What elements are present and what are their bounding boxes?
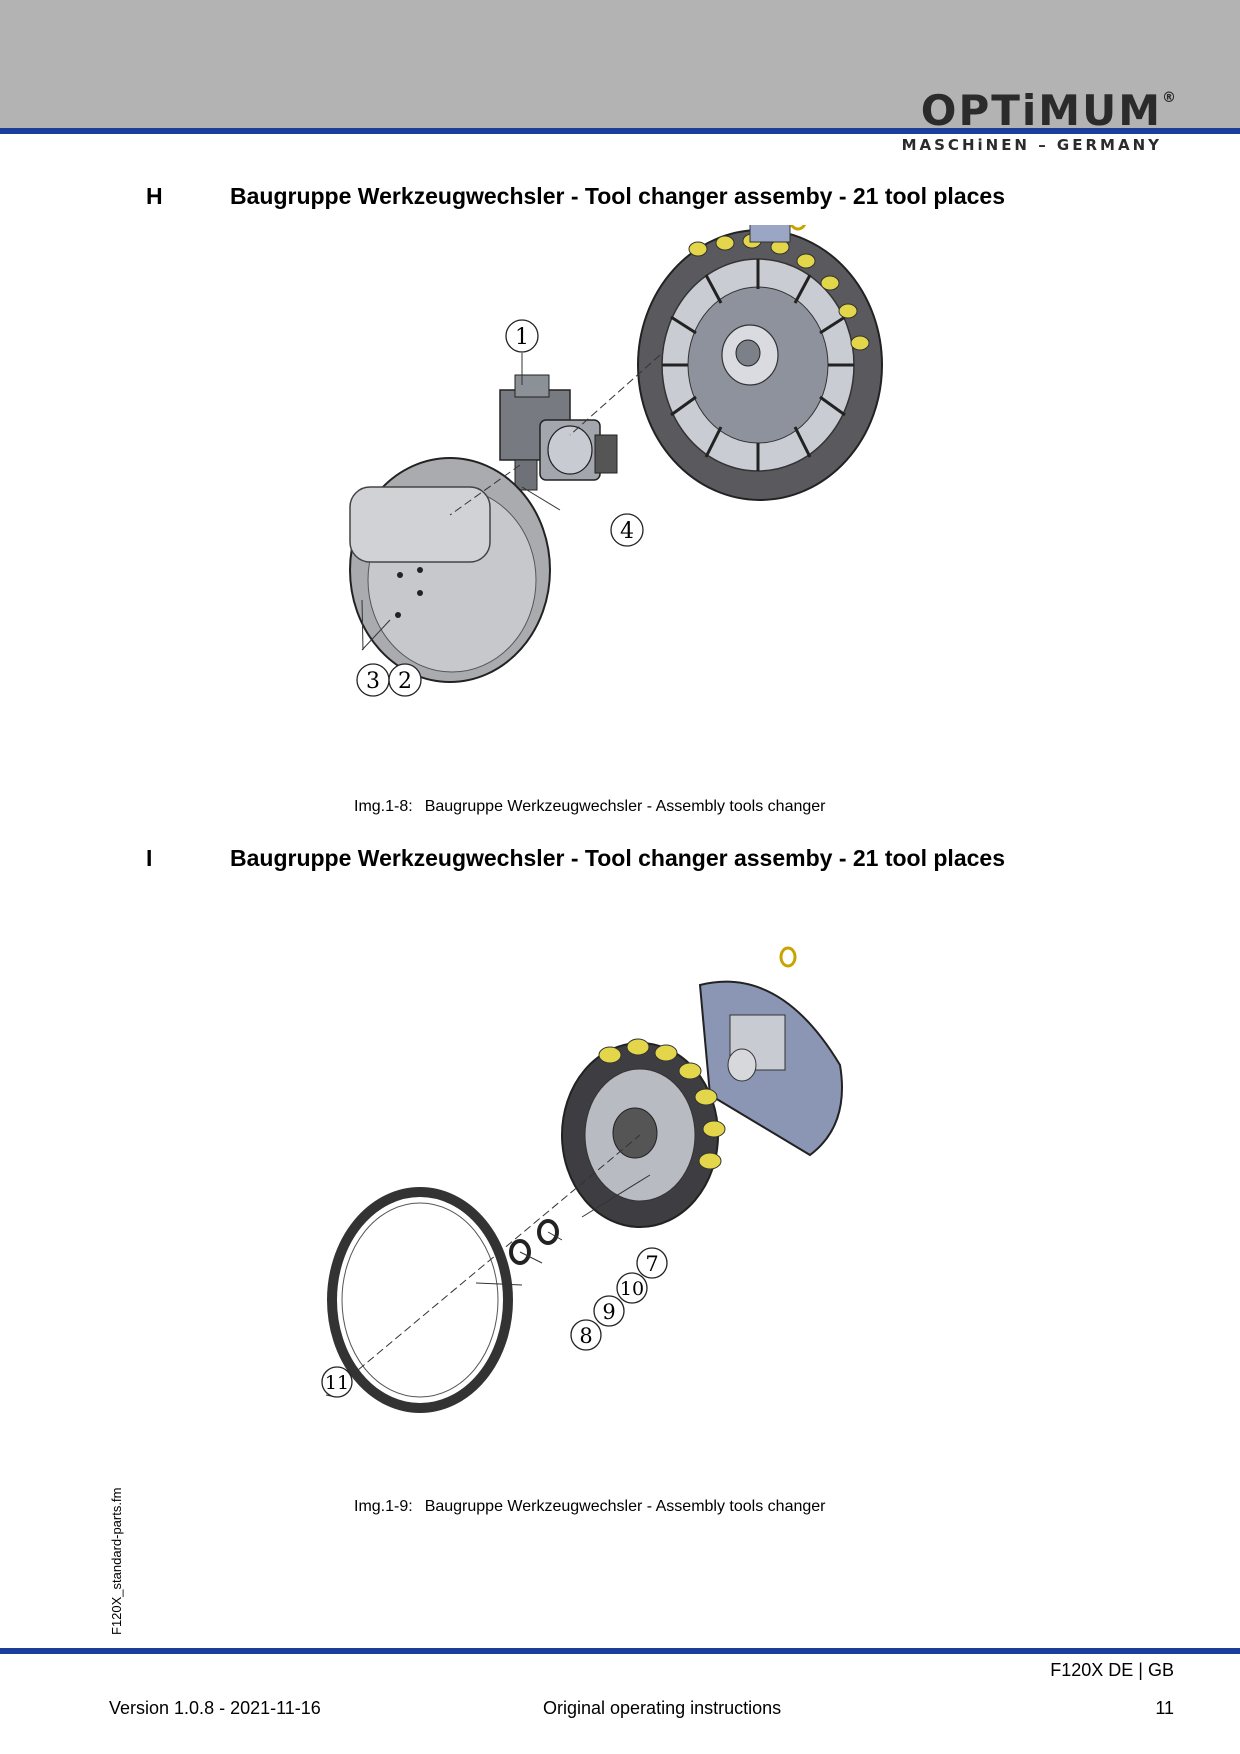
footer-version: Version 1.0.8 - 2021-11-16 — [109, 1698, 321, 1718]
svg-text:11: 11 — [325, 1372, 349, 1394]
protective-cover — [349, 457, 551, 683]
drive-motor-unit — [499, 374, 618, 491]
section-title-i: Baugruppe Werkzeugwechsler - Tool change… — [230, 845, 1005, 871]
svg-text:2: 2 — [398, 669, 412, 694]
seal-ring-9 — [509, 1239, 531, 1265]
callout-2: 2 — [388, 663, 422, 697]
tool-magazine-ring — [637, 225, 883, 501]
caption-label: Img.1-9: — [354, 1498, 413, 1515]
svg-text:10: 10 — [620, 1278, 644, 1300]
caption-label: Img.1-8: — [354, 798, 413, 815]
svg-text:3: 3 — [366, 669, 380, 694]
section-title-h: Baugruppe Werkzeugwechsler - Tool change… — [230, 183, 1005, 209]
logo-subtitle: MASCHiNEN – GERMANY — [901, 136, 1162, 154]
footer-document-id: F120X DE | GB — [1050, 1660, 1174, 1680]
footer-title: Original operating instructions — [543, 1698, 782, 1718]
brand-logo: OPTiMUM® — [921, 86, 1178, 135]
figure-tool-changer-exploded: 7 10 9 8 11 — [321, 946, 843, 1413]
header-rule — [0, 128, 1240, 134]
callout-8: 8 — [570, 1319, 602, 1351]
front-gripper-ring — [327, 1187, 513, 1413]
section-letter-h: H — [146, 183, 163, 209]
figure-caption-h: Img.1-8: Baugruppe Werkzeugwechsler - Ass… — [354, 798, 825, 816]
svg-text:1: 1 — [515, 325, 529, 350]
callout-10: 10 — [616, 1272, 648, 1304]
rear-housing — [698, 946, 843, 1157]
figure-tool-changer-assembly: 1 4 3 2 — [349, 225, 883, 697]
svg-text:7: 7 — [645, 1252, 658, 1276]
caption-text: Baugruppe Werkzeugwechsler - Assembly to… — [424, 1498, 826, 1515]
callout-3: 3 — [356, 663, 390, 697]
section-letter-i: I — [146, 845, 153, 871]
svg-text:8: 8 — [579, 1324, 592, 1348]
header-band — [0, 0, 1240, 130]
logo-text: OPTiMUM — [920, 86, 1162, 135]
page-number: 11 — [1155, 1698, 1174, 1718]
footer-rule — [0, 1648, 1240, 1654]
source-file-label: F120X_standard-parts.fm — [109, 1487, 124, 1635]
callout-4: 4 — [610, 513, 644, 547]
callout-7: 7 — [636, 1247, 668, 1279]
svg-text:9: 9 — [602, 1300, 615, 1324]
callout-9: 9 — [593, 1295, 625, 1327]
registered-mark: ® — [1162, 90, 1178, 106]
caption-text: Baugruppe Werkzeugwechsler - Assembly to… — [424, 798, 826, 815]
svg-text:4: 4 — [620, 519, 634, 544]
tool-carousel — [561, 1038, 726, 1228]
callout-11: 11 — [321, 1366, 353, 1398]
figure-caption-i: Img.1-9: Baugruppe Werkzeugwechsler - Ass… — [354, 1498, 825, 1516]
callout-1: 1 — [505, 319, 539, 353]
seal-ring-10 — [537, 1219, 559, 1245]
